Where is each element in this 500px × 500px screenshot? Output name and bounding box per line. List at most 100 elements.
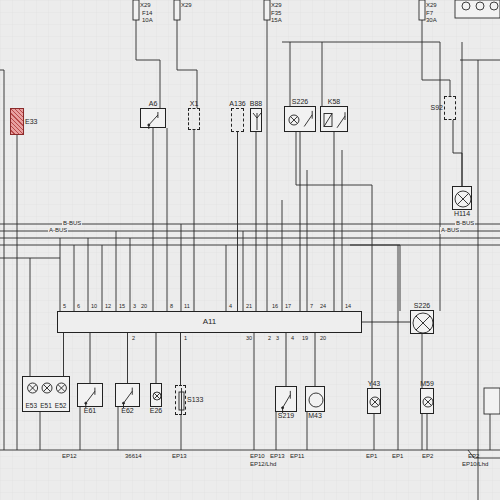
component-code: S133 xyxy=(187,396,203,403)
component-label: S226 xyxy=(414,302,430,310)
component-code: E52 xyxy=(55,402,67,410)
ant-symbol xyxy=(251,109,263,133)
wiring-label: EP12/Lhd xyxy=(250,461,276,468)
component-label: A11 xyxy=(201,318,219,326)
component-code: S226 xyxy=(292,98,308,105)
component-label: A6 xyxy=(149,100,158,108)
wire-connector xyxy=(63,333,64,376)
component-label: X1 xyxy=(190,100,199,108)
pin-number: 1 xyxy=(184,335,187,341)
component-box: K58 xyxy=(320,106,348,132)
wiring-label: F14 xyxy=(142,10,152,17)
lampswitch-symbol xyxy=(285,107,317,133)
bus-name: B-BUS xyxy=(455,220,475,227)
wiring-label: X29 xyxy=(140,2,151,9)
lamp-symbol xyxy=(453,187,473,211)
switch-symbol xyxy=(141,109,167,129)
wiring-label: EP11 xyxy=(290,453,304,460)
pin-number: 2 xyxy=(268,335,271,341)
wiring-label: 10A xyxy=(142,17,153,24)
wiring-label: EP10/Lhd xyxy=(462,461,488,468)
pin-number: 10 xyxy=(91,303,97,309)
wiring-label: EP1 xyxy=(392,453,403,460)
component-code: E51 xyxy=(40,402,52,410)
component-box: E62 xyxy=(115,383,140,407)
wiring-label: EP13 xyxy=(172,453,187,460)
wiring-label: X29 xyxy=(181,2,192,9)
pin-number: 14 xyxy=(345,303,351,309)
component-box: M59 xyxy=(420,388,434,414)
component-label: E33 xyxy=(25,118,37,126)
wire-connector xyxy=(315,333,316,386)
component-code: Y43 xyxy=(368,380,380,387)
component-label: E61 xyxy=(84,407,96,415)
component-box: E26 xyxy=(150,383,162,407)
pin-number: 4 xyxy=(229,303,232,309)
pin-number: 8 xyxy=(170,303,173,309)
lamp-symbol xyxy=(368,389,382,415)
wiring-label: X29 xyxy=(426,2,437,9)
pin-number: 11 xyxy=(184,303,190,309)
component-code: S219 xyxy=(278,412,294,419)
component-code: A11 xyxy=(203,317,217,326)
component-code: A136 xyxy=(229,100,245,107)
component-box: E33 xyxy=(10,108,24,135)
pin-number: 20 xyxy=(141,303,147,309)
wiring-label: F7 xyxy=(426,10,433,17)
component-box: S92 xyxy=(444,96,456,120)
wire-connector xyxy=(286,333,287,386)
component-label: S133 xyxy=(187,396,203,404)
wire-connector xyxy=(153,128,154,311)
pin-number: 2 xyxy=(132,335,135,341)
component-code: E53 xyxy=(26,402,38,410)
pin-number: 21 xyxy=(246,303,252,309)
lamp-symbol xyxy=(421,389,435,415)
pin-number: 3 xyxy=(133,303,136,309)
component-box: S226 xyxy=(410,310,434,334)
pin-number: 20 xyxy=(320,335,326,341)
component-box: X1 xyxy=(188,108,200,130)
pin-number: 30 xyxy=(246,335,252,341)
component-label: K58 xyxy=(328,98,340,106)
component-code: H114 xyxy=(454,210,470,217)
component-code: E61 xyxy=(84,407,96,414)
component-box: M43 xyxy=(305,386,325,412)
component-label: E26 xyxy=(150,407,162,415)
pin-number: 5 xyxy=(63,303,66,309)
pin-number: 3 xyxy=(276,335,279,341)
component-code: A6 xyxy=(149,100,158,107)
component-box: S219 xyxy=(275,386,297,412)
component-code: E33 xyxy=(25,118,37,125)
component-code: X1 xyxy=(190,100,199,107)
pin-number: 7 xyxy=(310,303,313,309)
wiring-label: 15A xyxy=(271,17,282,24)
component-code: E62 xyxy=(121,407,133,414)
component-box: B88 xyxy=(250,108,262,132)
pin-number: 15 xyxy=(119,303,125,309)
wiring-label: EP2 xyxy=(468,453,479,460)
component-label: S226 xyxy=(292,98,308,106)
component-label: B88 xyxy=(250,100,262,108)
component-label: E62 xyxy=(121,407,133,415)
component-box: A136 xyxy=(231,108,244,132)
bus-name: A-BUS xyxy=(440,227,460,234)
component-code: M43 xyxy=(308,412,322,419)
wiring-label: 30A xyxy=(426,17,437,24)
wire-connector xyxy=(300,132,301,311)
pin-number: 4 xyxy=(291,335,294,341)
pin-number: 17 xyxy=(285,303,291,309)
motor-symbol xyxy=(306,387,326,413)
component-box: S133 xyxy=(175,385,186,415)
switch-symbol xyxy=(116,384,141,408)
wiring-label: EP1 xyxy=(366,453,377,460)
wire-connector xyxy=(194,130,195,311)
pin-number: 24 xyxy=(320,303,326,309)
wire-connector xyxy=(453,120,462,186)
component-box: E53E51E52 xyxy=(22,376,70,412)
wire-connector xyxy=(237,132,238,311)
wiring-label: 36614 xyxy=(125,453,142,460)
